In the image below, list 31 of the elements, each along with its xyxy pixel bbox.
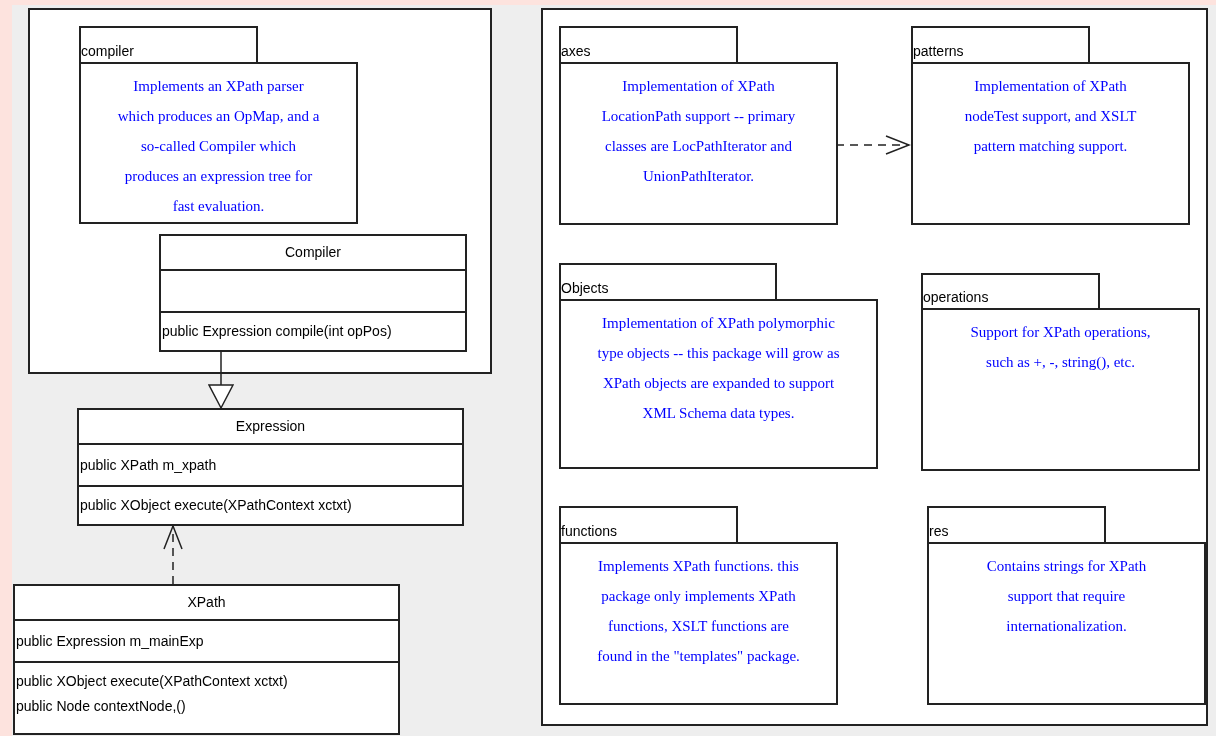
package-tab: patterns bbox=[911, 26, 1090, 62]
package-description: Contains strings for XPath support that require internationalization. bbox=[927, 542, 1206, 705]
dependency-arrow bbox=[163, 525, 183, 585]
package-description: Implementation of XPath polymorphic type objects -- this package will grow as XPath objects are expanded to support XML Schema data types. bbox=[559, 299, 878, 469]
class-box bbox=[159, 234, 467, 352]
dependency-arrow bbox=[835, 135, 910, 155]
generalization-arrow bbox=[208, 349, 234, 409]
attribute-text: public Expression m_mainExp bbox=[15, 631, 205, 651]
package-description: Implements an XPath parser which produces an OpMap, and a so-called Compiler which produces an expression tree for fast evaluation. bbox=[79, 62, 358, 224]
package-tab: operations bbox=[921, 273, 1100, 308]
package-tab: compiler bbox=[79, 26, 258, 62]
class-name: XPath bbox=[186, 593, 227, 612]
method-text: public Expression compile(int opPos) bbox=[161, 322, 393, 341]
class-box bbox=[13, 584, 400, 735]
package-tab: axes bbox=[559, 26, 738, 62]
package-description: Implementation of XPath nodeTest support, and XSLT pattern matching support. bbox=[911, 62, 1190, 225]
method-text: public Node contextNode,() bbox=[15, 697, 187, 716]
container-frame bbox=[28, 8, 492, 374]
method-text: public XObject execute(XPathContext xctxt) bbox=[79, 496, 353, 515]
attribute-text: public XPath m_xpath bbox=[79, 455, 218, 475]
package-tab: functions bbox=[559, 506, 738, 542]
container-frame bbox=[541, 8, 1208, 726]
package-description: Support for XPath operations, such as +, -, string(), etc. bbox=[921, 308, 1200, 471]
class-name: Compiler bbox=[284, 243, 342, 262]
package-tab: Objects bbox=[559, 263, 777, 299]
package-tab: res bbox=[927, 506, 1106, 542]
package-description: Implements XPath functions. this package only implements XPath functions, XSLT functions are found in the "templates" package. bbox=[559, 542, 838, 705]
class-name: Expression bbox=[234, 417, 307, 436]
class-box bbox=[77, 408, 464, 526]
method-text: public XObject execute(XPathContext xctxt) bbox=[15, 672, 289, 691]
package-description: Implementation of XPath LocationPath support -- primary classes are LocPathIterator and UnionPathIterator. bbox=[559, 62, 838, 225]
